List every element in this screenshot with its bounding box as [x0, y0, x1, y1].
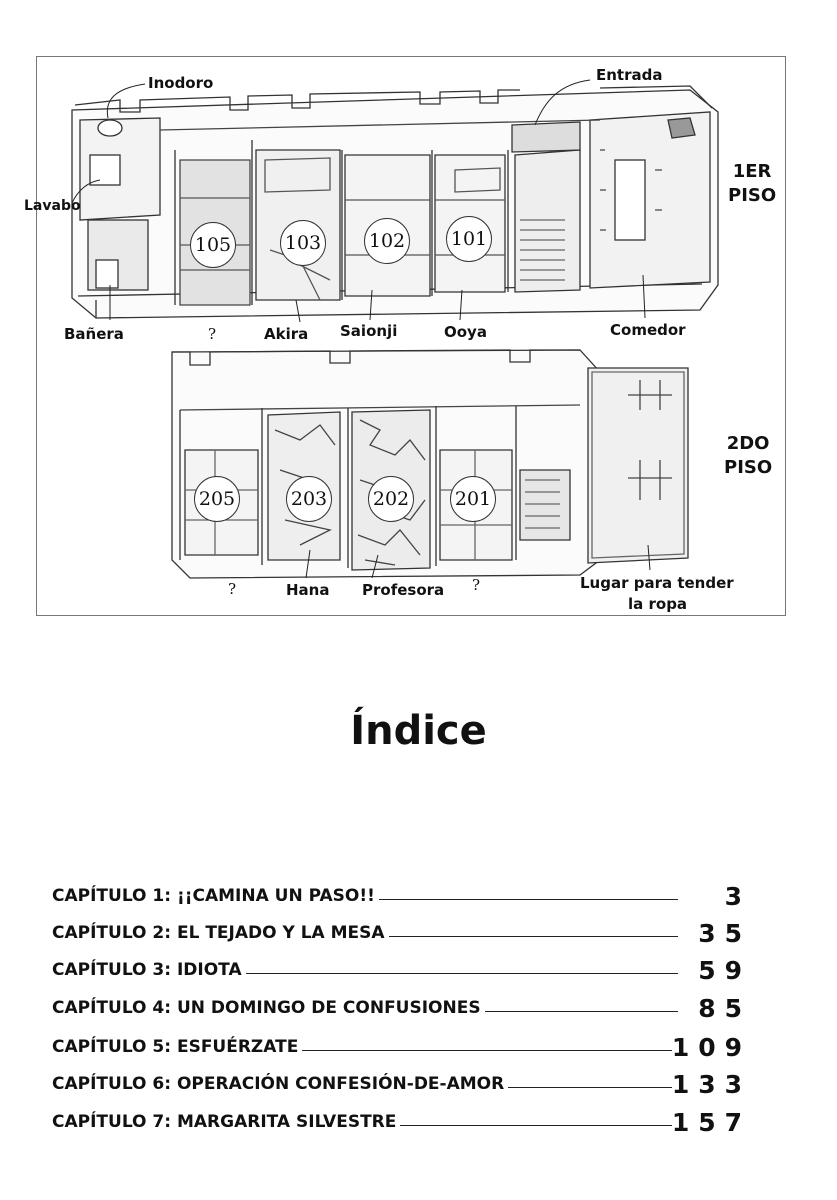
label-profesora: Profesora — [362, 581, 445, 599]
index-title: Índice — [350, 708, 487, 754]
room-202-number: 202 — [368, 476, 414, 522]
floor-plan-drawing — [71, 79, 719, 579]
label-comedor: Comedor — [610, 321, 686, 339]
second-floor-tag: 2DO PISO — [724, 432, 772, 480]
label-tender-line1: Lugar para tender — [580, 574, 734, 592]
toc-entry-page: 133 — [671, 1070, 751, 1099]
toc-entry-page: 3 — [724, 882, 751, 911]
label-saionji: Saionji — [340, 322, 398, 340]
toc-entry-page: 157 — [671, 1108, 751, 1137]
toc-entry-label: CAPÍTULO 1: ¡¡CAMINA UN PASO!! — [52, 886, 379, 906]
label-leader-lines — [71, 79, 651, 579]
label-unknown-105: ? — [208, 325, 217, 343]
label-akira: Akira — [264, 325, 309, 343]
room-103-number: 103 — [280, 220, 326, 266]
toc-entry-label: CAPÍTULO 3: IDIOTA — [52, 960, 246, 980]
room-102-number: 102 — [364, 218, 410, 264]
toc-entry-5[interactable]: CAPÍTULO 5: ESFUÉRZATE 109 — [52, 1033, 751, 1063]
label-lavabo: Lavabo — [24, 198, 81, 214]
room-203-number: 203 — [286, 476, 332, 522]
toc-entry-1[interactable]: CAPÍTULO 1: ¡¡CAMINA UN PASO!! 3 — [52, 882, 751, 912]
room-105-number: 105 — [190, 222, 236, 268]
room-205-number: 205 — [194, 476, 240, 522]
label-inodoro: Inodoro — [148, 74, 214, 92]
first-floor-building — [71, 85, 719, 319]
room-101-number: 101 — [446, 216, 492, 262]
toc-entry-page: 59 — [698, 956, 751, 985]
toc-entry-4[interactable]: CAPÍTULO 4: UN DOMINGO DE CONFUSIONES 85 — [52, 994, 751, 1024]
toc-entry-page: 35 — [698, 919, 751, 948]
toc-entry-label: CAPÍTULO 2: EL TEJADO Y LA MESA — [52, 923, 389, 943]
toc-entry-page: 85 — [698, 994, 751, 1023]
floor-plan-frame — [36, 56, 786, 616]
toc-entry-3[interactable]: CAPÍTULO 3: IDIOTA 59 — [52, 956, 751, 986]
label-ooya: Ooya — [444, 323, 487, 341]
first-floor-tag-line1: 1ER — [732, 161, 772, 182]
toc-entry-6[interactable]: CAPÍTULO 6: OPERACIÓN CONFESIÓN-DE-AMOR … — [52, 1070, 751, 1100]
toc-entry-label: CAPÍTULO 4: UN DOMINGO DE CONFUSIONES — [52, 998, 485, 1018]
toc-entry-label: CAPÍTULO 6: OPERACIÓN CONFESIÓN-DE-AMOR — [52, 1074, 509, 1094]
toc-leader-line — [52, 973, 678, 974]
second-floor-building — [171, 349, 689, 579]
label-tender-line2: la ropa — [628, 595, 688, 613]
toc-entry-2[interactable]: CAPÍTULO 2: EL TEJADO Y LA MESA 35 — [52, 919, 751, 949]
second-floor-tag-line1: 2DO — [726, 433, 770, 454]
label-unknown-201: ? — [472, 576, 481, 594]
toc-entry-page: 109 — [671, 1033, 751, 1062]
label-entrada: Entrada — [596, 66, 663, 84]
first-floor-tag-line2: PISO — [728, 185, 777, 206]
toc-leader-line — [52, 1050, 678, 1051]
label-unknown-205: ? — [228, 580, 237, 598]
label-banera: Bañera — [64, 325, 124, 343]
first-floor-tag: 1ER PISO — [728, 160, 776, 208]
label-hana: Hana — [286, 581, 330, 599]
toc-entry-7[interactable]: CAPÍTULO 7: MARGARITA SILVESTRE 157 — [52, 1108, 751, 1138]
room-201-number: 201 — [450, 476, 496, 522]
second-floor-tag-line2: PISO — [724, 457, 773, 478]
toc-entry-label: CAPÍTULO 7: MARGARITA SILVESTRE — [52, 1112, 401, 1132]
toc-entry-label: CAPÍTULO 5: ESFUÉRZATE — [52, 1037, 303, 1057]
